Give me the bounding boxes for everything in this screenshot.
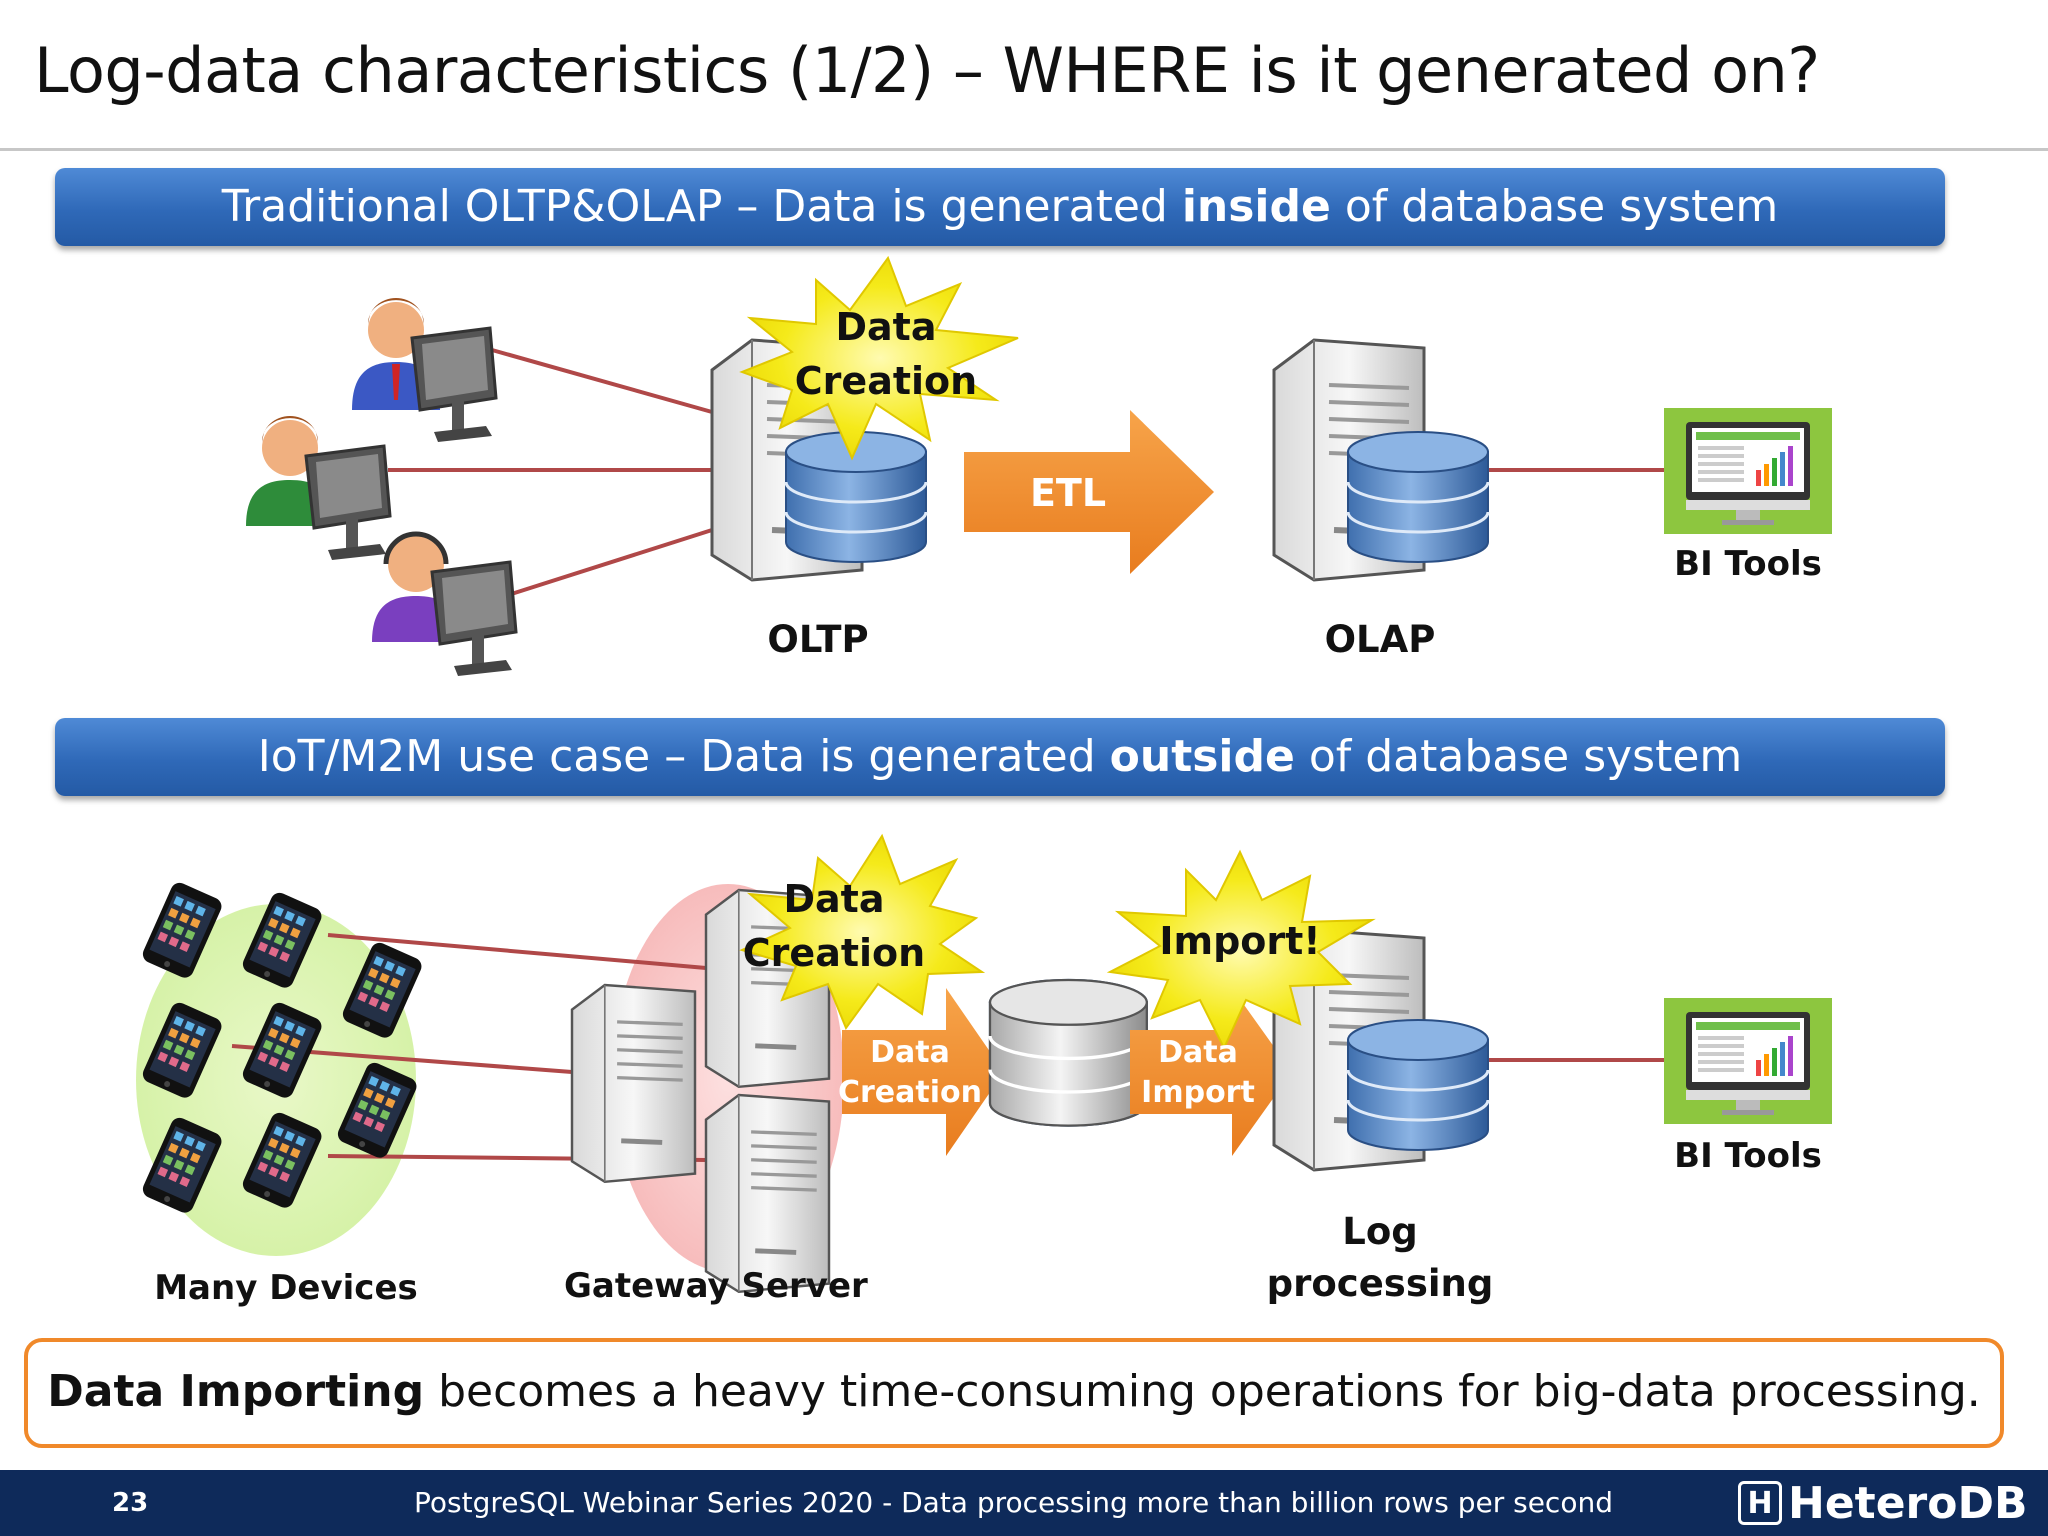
banner-traditional-text: Traditional OLTP&OLAP – Data is generate… [221,181,1182,232]
data-creation-arrow [842,988,1004,1156]
gateway-server-icon-3 [706,1095,829,1292]
banner-iot-bold: outside [1109,731,1295,782]
page-title: Log-data characteristics (1/2) – WHERE i… [34,34,1820,107]
star-top-line2: Creation [795,359,977,403]
data-import-arrow [1130,988,1292,1156]
star-bottom-line2: Creation [743,931,925,975]
etl-arrow [964,410,1214,574]
arrow1-line2: Creation [838,1075,982,1110]
star-bottom-line1: Data [784,877,885,921]
footer-bar: 23 PostgreSQL Webinar Series 2020 - Data… [0,1470,2048,1536]
callout-box: Data Importing becomes a heavy time-cons… [24,1338,2004,1448]
log-processing-label-line1: Log [1342,1210,1418,1253]
import-star-label: Import! [1159,919,1320,963]
bi-tools-icon-bottom [1664,998,1832,1124]
oltp-label: OLTP [767,618,869,661]
user-icon-3 [372,531,518,678]
star-top-line1: Data [836,305,937,349]
callout-text: becomes a heavy time-consuming operation… [424,1366,1981,1417]
banner-traditional-bold: inside [1181,181,1331,232]
banner-iot-suffix: of database system [1294,731,1743,782]
olap-database-icon [1346,430,1490,564]
banner-iot-text: IoT/M2M use case – Data is generated [257,731,1110,782]
logo-mark-icon: H [1738,1481,1782,1525]
data-creation-star-top [739,255,1019,461]
banner-traditional: Traditional OLTP&OLAP – Data is generate… [55,168,1945,246]
etl-label: ETL [1030,471,1106,515]
heterodb-logo: H HeteroDB [1738,1476,2028,1530]
log-processing-label-line2: processing [1266,1262,1494,1305]
import-star [1106,849,1376,1051]
footer-text: PostgreSQL Webinar Series 2020 - Data pr… [414,1486,1613,1519]
arrow1-line1: Data [870,1035,950,1070]
logo-text: HeteroDB [1788,1477,2028,1529]
data-creation-star-bottom [739,833,986,1031]
bi-tools-icon-top [1664,408,1832,534]
log-database-icon [1346,1018,1490,1152]
gateway-server-label: Gateway Server [564,1266,868,1306]
page-number: 23 [112,1488,149,1518]
bi-tools-label-bottom: BI Tools [1674,1136,1822,1176]
olap-label: OLAP [1324,618,1436,661]
banner-iot: IoT/M2M use case – Data is generated out… [55,718,1945,796]
gateway-server-icon-2 [572,985,695,1182]
oltp-database-icon [784,430,928,564]
many-devices-label: Many Devices [154,1268,418,1308]
arrow2-line1: Data [1158,1035,1238,1070]
user-icon-2 [246,416,392,562]
banner-traditional-suffix: of database system [1330,181,1779,232]
title-divider [0,148,2048,151]
bi-tools-label-top: BI Tools [1674,544,1822,584]
user-icon-1 [352,298,498,444]
top-connection-lines [388,348,1665,598]
callout-bold: Data Importing [47,1366,425,1417]
arrow2-line2: Import [1141,1075,1255,1110]
